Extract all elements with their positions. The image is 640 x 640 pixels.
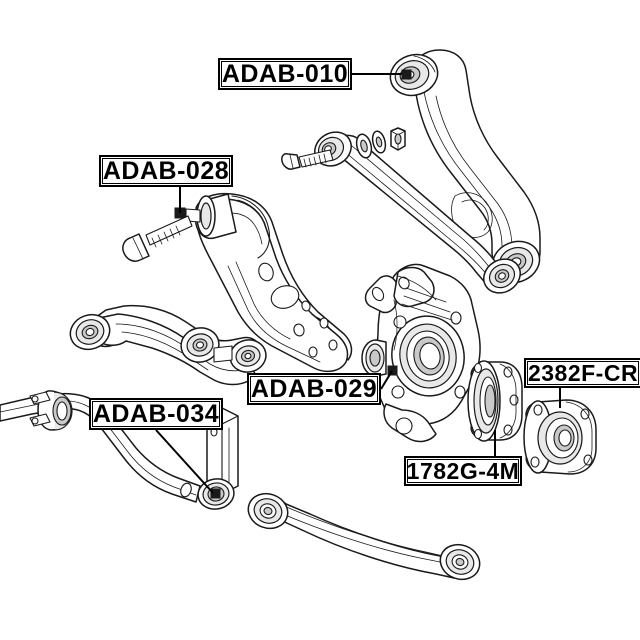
callout-2382f-cr-inner: 2382F-CR [527,361,639,385]
part-trailing-arm-bolt [122,215,193,262]
callout-adab-029-inner: ADAB-029 [250,376,378,402]
callout-adab-010[interactable]: ADAB-010 [218,58,352,90]
part-toe-link [247,492,481,581]
callout-adab-028-inner: ADAB-028 [102,158,230,184]
callout-1782g-4m-inner: 1782G-4M [407,459,519,483]
callout-2382f-cr[interactable]: 2382F-CR [524,358,640,388]
part-steering-knuckle [361,263,481,443]
callout-1782g-4m[interactable]: 1782G-4M [404,456,522,486]
part-wheel-hub-flange [523,399,597,475]
callout-adab-029-label: ADAB-029 [250,374,378,403]
callout-2382f-cr-label: 2382F-CR [527,359,639,386]
part-upper-control-arm [389,49,541,284]
callout-adab-029[interactable]: ADAB-029 [247,373,381,405]
leader-lines [155,69,561,494]
callout-adab-010-inner: ADAB-010 [221,61,349,87]
part-stabilizer-bar [0,390,201,503]
part-wheel-bearing [467,360,523,442]
callout-adab-010-label: ADAB-010 [221,59,349,88]
callout-adab-028-label: ADAB-028 [102,156,230,185]
callout-1782g-4m-label: 1782G-4M [406,457,520,484]
callout-adab-034-inner: ADAB-034 [92,401,220,427]
part-bolt-washer-nut [281,127,406,170]
callout-adab-034-label: ADAB-034 [92,399,220,428]
callout-adab-034[interactable]: ADAB-034 [89,398,223,430]
part-lower-control-arm [69,304,267,386]
callout-adab-028[interactable]: ADAB-028 [99,155,233,187]
part-trailing-arm [174,192,353,373]
